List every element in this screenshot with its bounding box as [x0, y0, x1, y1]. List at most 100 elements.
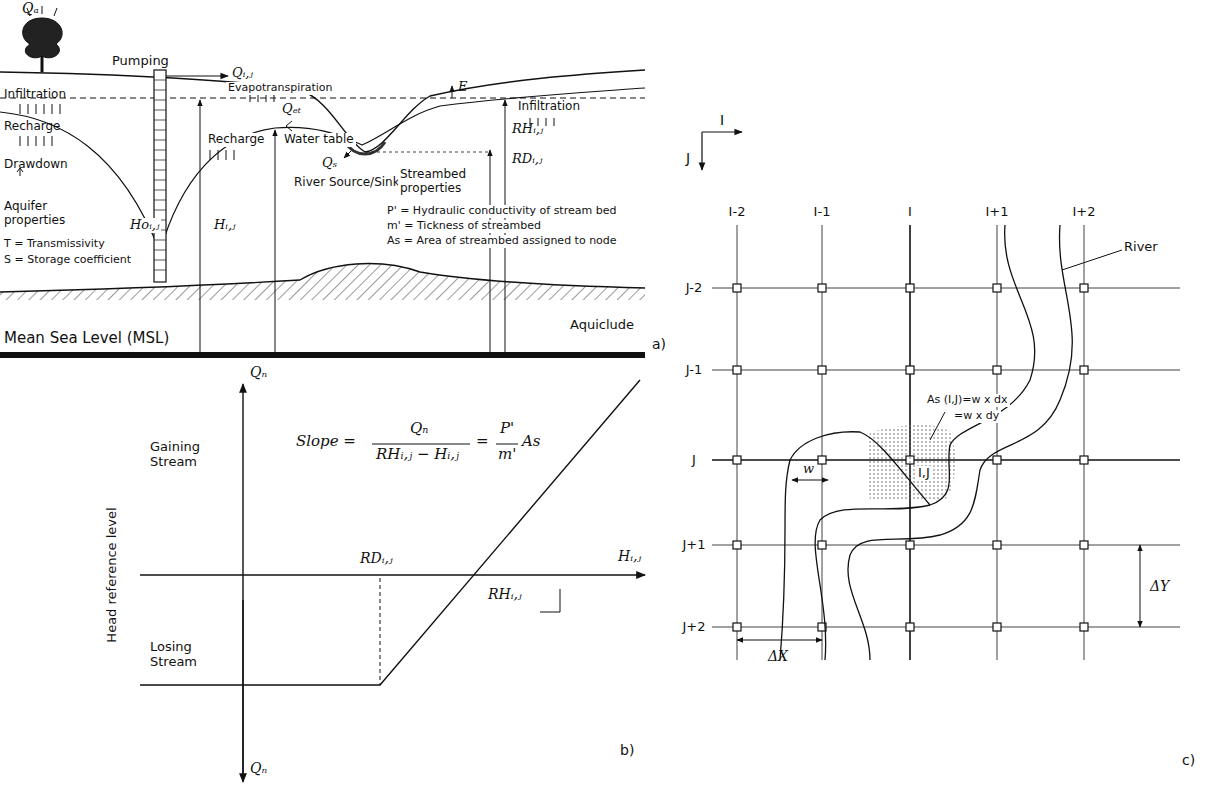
annotation-label: Infiltration	[518, 100, 580, 114]
grid-label: J-1	[684, 363, 704, 378]
aquifer-bottom	[0, 264, 645, 292]
water-table-mark	[286, 121, 292, 131]
grid-label: J-2	[684, 281, 704, 296]
grid-node	[906, 541, 914, 549]
panel-c	[702, 132, 1180, 660]
chart-label: As	[522, 433, 541, 450]
grid-label: I,J	[916, 466, 932, 481]
panel-b	[140, 380, 645, 782]
grid-label: c)	[1182, 752, 1195, 768]
annotation-label: Mean Sea Level (MSL)	[4, 330, 169, 347]
leader-line	[930, 412, 945, 440]
finite-difference-grid	[712, 225, 1180, 660]
width-dimension	[792, 480, 828, 481]
recharge-arrows	[20, 136, 52, 146]
grid-node	[733, 456, 741, 464]
grid-node	[993, 456, 1001, 464]
annotation-label: Recharge	[206, 133, 266, 147]
grid-node	[1080, 541, 1088, 549]
grid-node	[1080, 456, 1088, 464]
recharge-arrows	[210, 150, 234, 160]
grid-node	[993, 623, 1001, 631]
chart-label: =	[476, 433, 489, 450]
annotation-label: m' = Tickness of streambed	[385, 220, 543, 233]
river-bank	[815, 225, 1035, 660]
chart-label: RHᵢ,ⱼ	[486, 586, 524, 602]
annotation-label: Pumping	[112, 54, 169, 69]
chart-label: RDᵢ,ⱼ	[360, 550, 393, 566]
chart-label: P'	[500, 420, 514, 437]
grid-label: I	[908, 205, 912, 220]
grid-label: I+1	[986, 205, 1009, 220]
pumping-arrow	[166, 75, 228, 76]
chart-label: Hᵢ,ⱼ	[618, 548, 641, 564]
grid-node	[906, 366, 914, 374]
annotation-label: River Source/Sink	[292, 176, 402, 190]
grid-node	[733, 284, 741, 292]
annotation-label: Drawdown	[4, 158, 68, 172]
river-bank	[780, 432, 930, 660]
chart-label: Gaining Stream	[150, 440, 220, 470]
grid-node	[733, 541, 741, 549]
grid-node	[818, 541, 826, 549]
annotation-label: Hoᵢ,ⱼ	[128, 218, 161, 233]
chart-label: Qₙ	[410, 420, 428, 437]
flux-head-curve	[140, 380, 640, 685]
annotation-label: Water table	[282, 133, 356, 147]
grid-label: I-2	[729, 205, 746, 220]
grid-label: As (I,J)=w x dx	[925, 394, 1010, 407]
grid-node	[733, 623, 741, 631]
grid-label: J	[690, 453, 698, 468]
reference-level	[0, 98, 645, 99]
grid-node	[993, 366, 1001, 374]
grid-label: ΔX	[768, 648, 788, 664]
annotation-label: Recharge	[4, 120, 60, 134]
grid-label: I+2	[1073, 205, 1096, 220]
annotation-label: Aquiclude	[570, 318, 634, 333]
chart-label: Slope =	[296, 433, 356, 450]
i-direction	[702, 131, 742, 132]
grid-row-line	[712, 370, 1180, 371]
annotation-label: P' = Hydraulic conductivity of stream be…	[385, 205, 618, 218]
chart-label: Losing Stream	[150, 640, 220, 670]
grid-row-line	[712, 545, 1180, 546]
well-screen	[154, 80, 166, 270]
grid-node	[818, 366, 826, 374]
grid-node	[818, 456, 826, 464]
head-arrow	[275, 130, 276, 352]
tree-crown	[23, 18, 62, 58]
grid-node	[993, 541, 1001, 549]
ground-surface	[0, 70, 645, 152]
grid-label: I	[720, 112, 724, 128]
annotation-label: S = Storage coefficient	[4, 254, 131, 267]
chart-label: Head reference level	[105, 507, 120, 642]
grid-node	[906, 623, 914, 631]
pumping-well	[154, 70, 166, 282]
annotation-label: Qₑₜ	[282, 102, 301, 117]
slope-triangle	[540, 589, 560, 612]
annotation-label: Qₛ	[322, 156, 337, 171]
dy-dimension	[1140, 545, 1141, 627]
fraction-bar	[496, 444, 518, 445]
annotation-label: Hᵢ,ⱼ	[212, 218, 238, 233]
dx-dimension	[737, 640, 822, 641]
chart-label: RHᵢ,ⱼ − Hᵢ,ⱼ	[376, 446, 459, 463]
flux-axis	[242, 600, 243, 782]
grid-label: J+1	[681, 538, 708, 553]
aquiclude-hatch	[0, 264, 645, 300]
annotation-label: Evapotranspiration	[226, 82, 335, 95]
head-arrow	[490, 150, 491, 352]
annotation-label: Qᵢ,ⱼ	[232, 66, 253, 81]
grid-label: w	[801, 462, 816, 477]
grid-node	[1080, 366, 1088, 374]
water-table	[0, 88, 645, 252]
msl-bar	[0, 352, 645, 358]
chart-label: b)	[620, 742, 634, 758]
river-bottom-level	[365, 152, 490, 153]
leader-line	[1062, 250, 1122, 270]
infiltration-arrows	[20, 104, 60, 114]
annotation-label: a)	[652, 336, 666, 352]
annotation-label: Infiltration	[4, 88, 66, 102]
